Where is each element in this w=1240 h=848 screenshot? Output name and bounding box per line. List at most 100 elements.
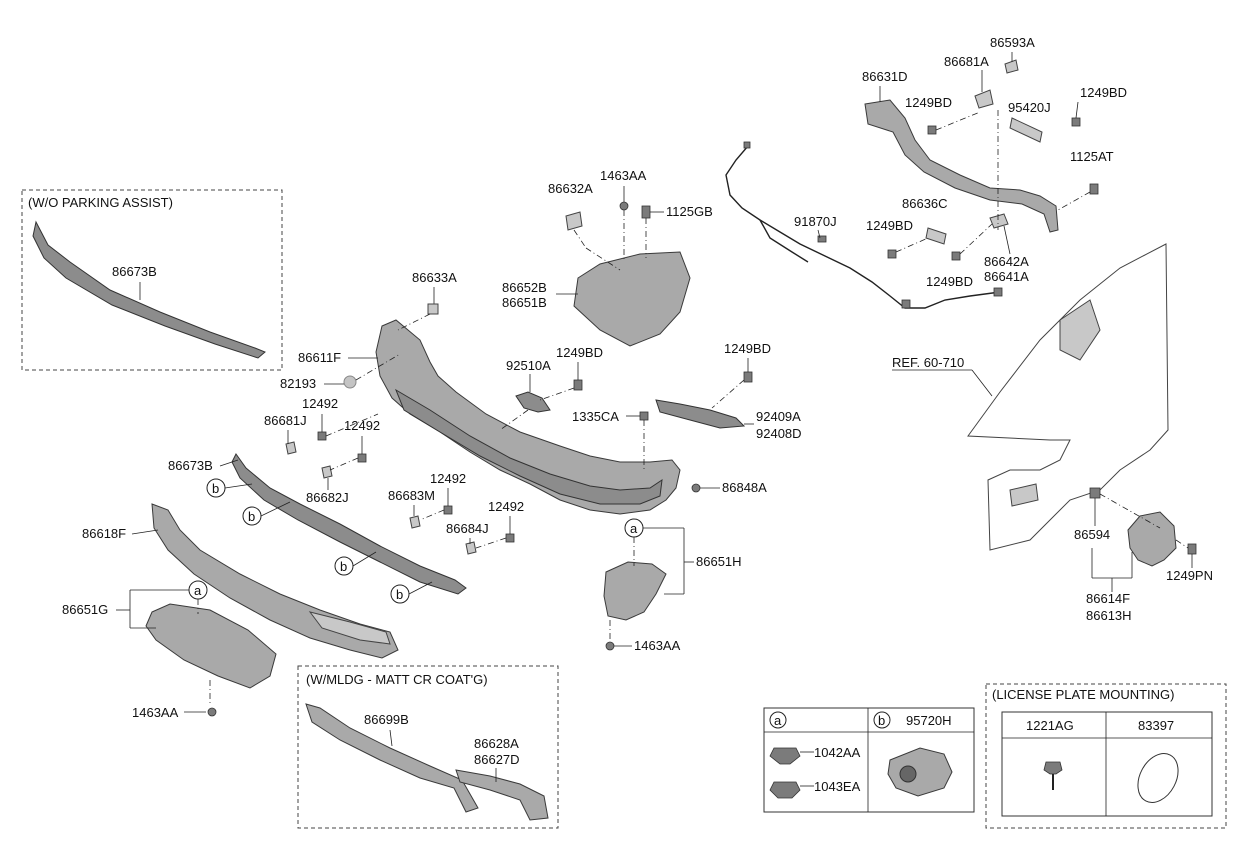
parking-sensor-icon	[887, 747, 953, 797]
label-86673B: 86673B	[168, 458, 213, 473]
label-86636C: 86636C	[902, 196, 948, 211]
body-panel-ref	[967, 243, 1169, 551]
label-1125GB: 1125GB	[666, 204, 713, 219]
bumper-side-cover	[573, 251, 691, 347]
clip-1042AA-icon	[769, 747, 801, 765]
label-86683M: 86683M	[388, 488, 435, 503]
bolt-icon	[641, 205, 651, 219]
callout-a-letter: a	[194, 583, 202, 598]
bolt-icon	[743, 371, 753, 383]
label-1249BD-4: 1249BD	[926, 274, 973, 289]
label-86673B-box: 86673B	[112, 264, 157, 279]
label-12492-3: 12492	[430, 471, 466, 486]
lower-molding-inner	[308, 611, 391, 645]
wiring-harness	[725, 145, 1001, 309]
label-1249BD-6: 1249BD	[724, 341, 771, 356]
label-86594: 86594	[1074, 527, 1110, 542]
bumper-cover-lower-lip	[394, 388, 663, 505]
label-86681A: 86681A	[944, 54, 989, 69]
label-86613H: 86613H	[1086, 608, 1132, 623]
label-1125AT: 1125AT	[1070, 149, 1114, 164]
connector-icon	[817, 235, 827, 243]
clip-icon	[639, 411, 649, 421]
license-col-2: 83397	[1138, 718, 1174, 733]
label-12492-2: 12492	[344, 418, 380, 433]
label-92510A: 92510A	[506, 358, 551, 373]
label-86633A: 86633A	[412, 270, 457, 285]
label-86642A: 86642A	[984, 254, 1029, 269]
clip-1043EA-icon	[769, 781, 801, 799]
label-86651H: 86651H	[696, 554, 742, 569]
bumper-grille-strip-wo-pas	[32, 220, 266, 359]
label-86651B: 86651B	[502, 295, 547, 310]
label-86682J: 86682J	[306, 490, 349, 505]
license-plate-box	[985, 683, 1227, 829]
pad-83397-icon	[1137, 753, 1179, 803]
label-86652B: 86652B	[502, 280, 547, 295]
legend-b-part: 95720H	[906, 713, 952, 728]
legend-table	[763, 707, 975, 813]
body-panel-opening	[1009, 483, 1039, 507]
bracket-86633A	[427, 303, 439, 315]
bracket-86681A	[974, 89, 994, 109]
w-mldg-title: (W/MLDG - MATT CR COAT'G)	[306, 672, 488, 687]
label-95420J: 95420J	[1008, 100, 1051, 115]
label-86848A: 86848A	[722, 480, 767, 495]
connector-icon	[743, 141, 751, 149]
callout-b-letter: b	[212, 481, 219, 496]
label-86611F: 86611F	[298, 350, 341, 365]
bracket-86636C	[925, 227, 947, 245]
screw-icon	[505, 533, 515, 543]
bolt-icon	[1071, 117, 1081, 127]
bolt-icon	[887, 249, 897, 259]
label-92409A: 92409A	[756, 409, 801, 424]
label-86699B: 86699B	[364, 712, 409, 727]
clip-icon	[1089, 487, 1101, 499]
body-panel-opening	[1059, 299, 1101, 361]
w-mldg-box	[297, 665, 559, 829]
label-12492-1: 12492	[302, 396, 338, 411]
label-1249BD-2: 1249BD	[1080, 85, 1127, 100]
license-plate-table	[1001, 711, 1213, 817]
label-86628A: 86628A	[474, 736, 519, 751]
bracket-86684J	[465, 541, 477, 555]
bumper-diffuser	[145, 603, 277, 689]
chrome-molding	[305, 703, 479, 813]
connector-icon	[901, 299, 911, 309]
label-86631D: 86631D	[862, 69, 908, 84]
bracket-92510A	[515, 391, 551, 413]
screw-1221AG-icon	[1043, 761, 1063, 775]
label-86641A: 86641A	[984, 269, 1029, 284]
license-col-1: 1221AG	[1026, 718, 1074, 733]
legend-a-item-2: 1043EA	[814, 779, 861, 794]
label-1249PN: 1249PN	[1166, 568, 1213, 583]
label-86627D: 86627D	[474, 752, 520, 767]
bolt-icon	[1089, 183, 1099, 195]
license-lamp-bracket	[1127, 511, 1177, 567]
chrome-molding-side	[455, 769, 549, 821]
bracket-86682J	[321, 465, 333, 479]
wo-parking-assist-box	[21, 189, 283, 371]
rear-bumper-beam	[864, 99, 1059, 233]
label-12492-4: 12492	[488, 499, 524, 514]
bolt-icon	[951, 251, 961, 261]
label-1335CA: 1335CA	[572, 409, 619, 424]
bumper-grille-strip	[231, 453, 467, 595]
label-1249BD-5: 1249BD	[556, 345, 603, 360]
label-86614F: 86614F	[1086, 591, 1130, 606]
callout-b-letter: b	[396, 587, 403, 602]
legend-b-letter: b	[878, 713, 885, 728]
callout-a-letter: a	[630, 521, 638, 536]
label-86651G: 86651G	[62, 602, 108, 617]
label-86618F: 86618F	[82, 526, 126, 541]
bumper-center-bracket	[603, 561, 667, 621]
label-82193: 82193	[280, 376, 316, 391]
clip-icon	[691, 483, 701, 493]
label-1463AA-mid: 1463AA	[634, 638, 681, 653]
label-86593A: 86593A	[990, 35, 1035, 50]
ref-label: REF. 60-710	[892, 355, 964, 370]
screw-icon	[443, 505, 453, 515]
bracket-92409A	[655, 399, 746, 429]
label-92408D: 92408D	[756, 426, 802, 441]
bracket-86593A	[1004, 59, 1019, 74]
